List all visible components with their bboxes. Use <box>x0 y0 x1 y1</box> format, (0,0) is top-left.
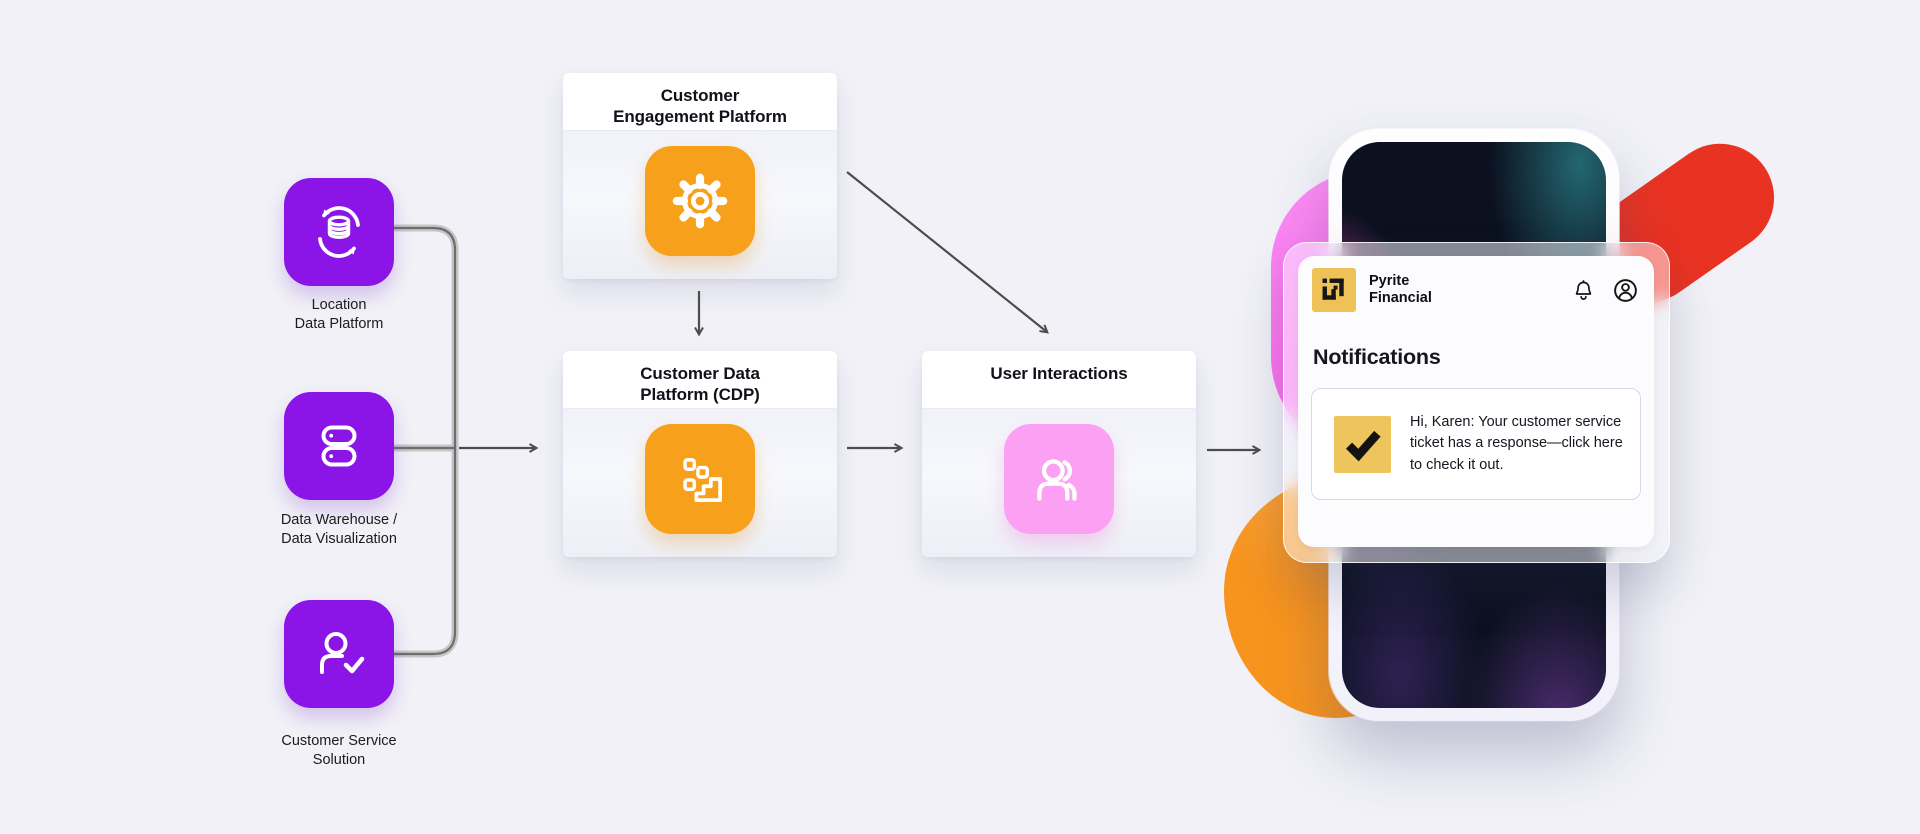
cdp-tile <box>645 424 755 534</box>
account-icon[interactable] <box>1612 277 1639 304</box>
bell-icon[interactable] <box>1571 277 1596 304</box>
gear-icon <box>672 173 728 229</box>
data-warehouse-tile <box>284 392 394 500</box>
customer-engagement-platform-card: Customer Engagement Platform <box>563 73 837 279</box>
brand-name: Pyrite Financial <box>1369 273 1432 307</box>
cdp-card-title: Customer Data Platform (CDP) <box>640 364 760 404</box>
pyrite-financial-logo <box>1312 268 1356 312</box>
notifications-heading: Notifications <box>1313 345 1441 369</box>
location-data-platform-tile <box>284 178 394 286</box>
data-steps-icon <box>683 458 722 502</box>
customer-service-tile <box>284 600 394 708</box>
notification-card: Pyrite Financial Notifications <box>1298 256 1654 547</box>
location-data-platform-label: Location Data Platform <box>294 297 384 332</box>
app-header: Pyrite Financial <box>1312 268 1639 312</box>
data-warehouse-label: Data Warehouse / Data Visualization <box>280 512 398 547</box>
server-stack-icon <box>321 425 357 467</box>
logo-glyph-icon <box>1322 278 1344 300</box>
checkmark-icon <box>1345 430 1381 462</box>
users-icon <box>1037 459 1077 501</box>
brand-line2: Financial <box>1369 290 1432 306</box>
notification-message: Hi, Karen: Your customer service ticket … <box>1410 414 1623 473</box>
interactions-tile <box>1004 424 1114 534</box>
database-sync-icon <box>318 206 360 258</box>
check-square <box>1334 415 1391 473</box>
notification-overlay: Pyrite Financial Notifications <box>1283 242 1670 563</box>
customer-data-platform-card: Customer Data Platform (CDP) <box>563 351 837 557</box>
brand-line1: Pyrite <box>1369 272 1410 289</box>
engagement-tile <box>645 146 755 256</box>
interactions-card-title: User Interactions <box>990 364 1128 383</box>
engagement-card-title: Customer Engagement Platform <box>613 86 787 126</box>
customer-service-label: Customer Service Solution <box>281 733 397 768</box>
user-interactions-card: User Interactions <box>922 351 1196 557</box>
person-check-icon <box>320 632 365 674</box>
notification-item[interactable]: Hi, Karen: Your customer service ticket … <box>1311 388 1641 500</box>
